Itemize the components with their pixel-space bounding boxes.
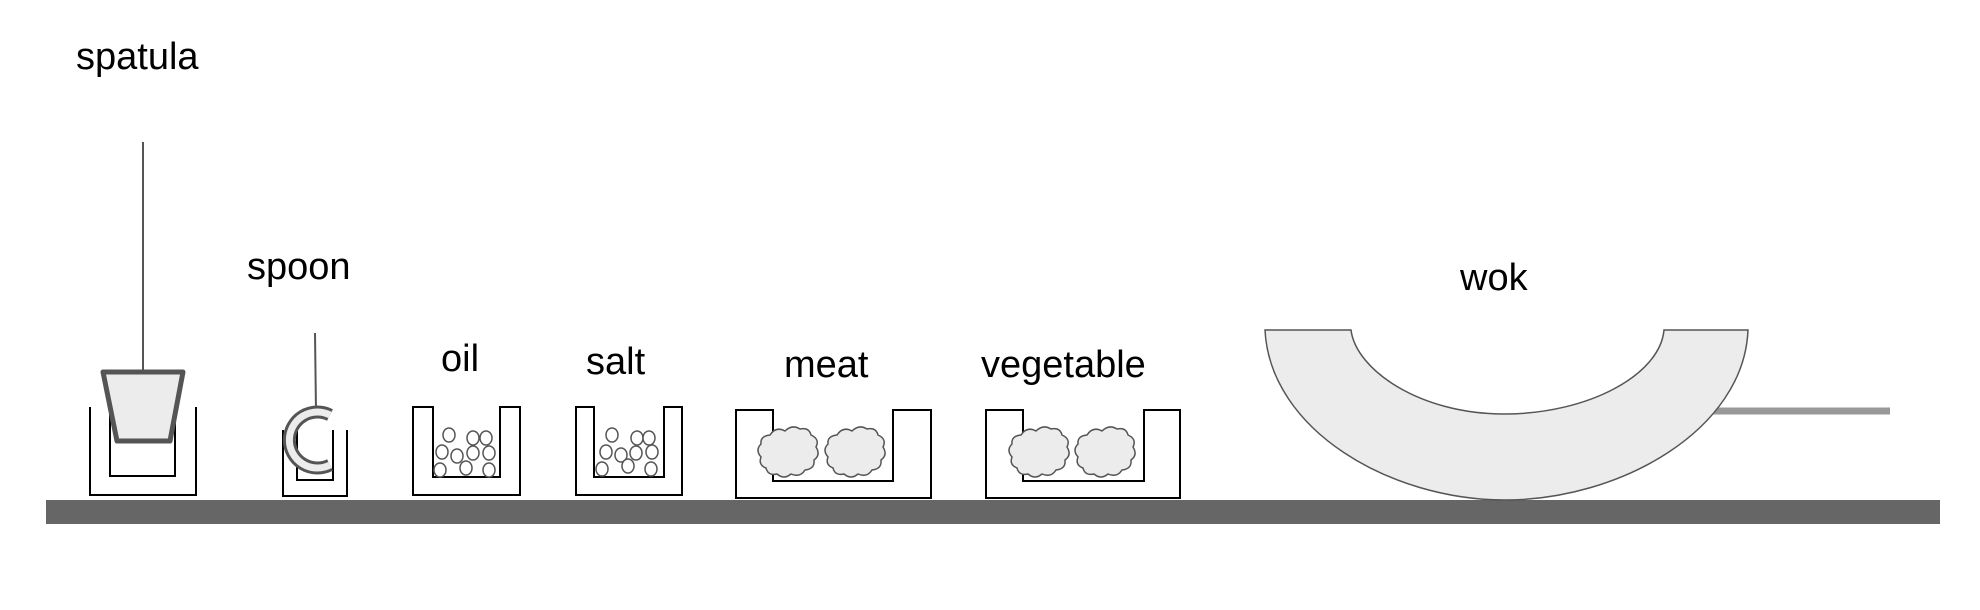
spatula-icon [100,142,186,444]
spoon-icon [282,332,333,475]
spoon-label: spoon [247,246,351,288]
wok-label: wok [1460,257,1528,299]
oil-container [412,406,521,496]
vegetable-label: vegetable [981,344,1146,386]
spatula-holder [89,407,197,496]
meat-pieces [757,426,886,478]
spatula-label: spatula [76,36,199,78]
vegetable-container [985,409,1181,499]
oil-droplets [433,427,496,478]
wok-icon [1264,329,1890,501]
meat-container [735,409,932,499]
counter-shelf [46,500,1940,524]
oil-label: oil [441,338,480,380]
meat-label: meat [784,344,869,386]
salt-label: salt [586,341,646,383]
vegetable-pieces [1008,426,1136,478]
salt-grains [595,427,659,477]
salt-container [575,406,683,496]
